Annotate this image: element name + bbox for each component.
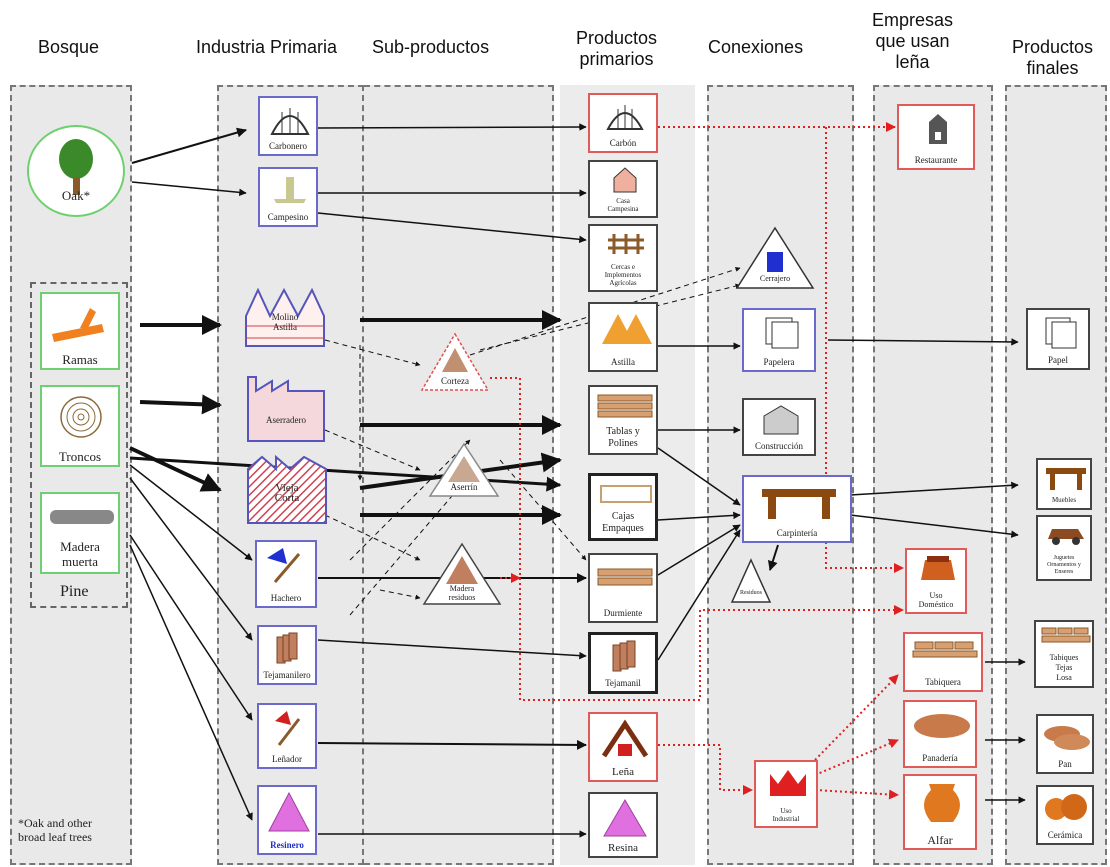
node-construccion: Construcción (742, 398, 816, 456)
resina-label: Resina (608, 842, 638, 854)
lenador-label: Leñador (272, 754, 302, 764)
carbonero-label: Carbonero (269, 141, 307, 151)
campesino-label: Campesino (267, 212, 309, 222)
aserrin-label: Aserrín (450, 482, 478, 492)
node-lena: Leña (588, 712, 658, 782)
tejamanil-label: Tejamanil (605, 678, 641, 688)
header-conexiones: Conexiones (708, 37, 804, 57)
node-astilla: Astilla (588, 302, 658, 372)
aserradero-label: Aserradero (266, 415, 306, 425)
node-durmiente: Durmiente (588, 553, 658, 623)
node-resina: Resina (588, 792, 658, 858)
pine-label: Pine (60, 583, 89, 600)
header-bosque: Bosque (38, 37, 100, 57)
lena-label: Leña (612, 766, 634, 778)
ceramica-label: Cerámica (1047, 830, 1083, 840)
papelera-label: Papelera (763, 357, 795, 367)
header-sub-productos: Sub-productos (372, 37, 490, 57)
node-panaderia: Panadería (903, 700, 977, 768)
pan-label: Pan (1058, 759, 1072, 769)
durmiente-label: Durmiente (603, 608, 643, 618)
node-cerrajero: Cerrajero (735, 226, 815, 290)
construccion-label: Construcción (755, 441, 803, 451)
node-restaurante: Restaurante (897, 104, 975, 170)
oak-label: Oak* (61, 188, 91, 203)
panaderia-label: Panadería (922, 753, 958, 763)
node-ceramica: Cerámica (1036, 785, 1094, 845)
header-industria-primaria: Industria Primaria (196, 37, 338, 57)
node-campesino: Campesino (258, 167, 318, 227)
node-residuos: Residuos (730, 558, 772, 604)
node-papelera: Papelera (742, 308, 816, 372)
node-tabiquera: Tabiquera (903, 632, 983, 692)
restaurante-label: Restaurante (914, 155, 958, 165)
node-carbonero: Carbonero (258, 96, 318, 156)
node-aserradero: Aserradero (246, 375, 326, 443)
node-tejamanilero: Tejamanilero (257, 625, 317, 685)
corteza-label: Corteza (441, 376, 469, 386)
node-hachero: Hachero (255, 540, 317, 608)
node-aserrin: Aserrín (428, 440, 500, 498)
node-ramas: Ramas (40, 292, 120, 370)
hachero-label: Hachero (270, 593, 302, 603)
node-carbon: Carbón (588, 93, 658, 153)
node-oak: Oak* (27, 125, 125, 217)
ramas-label: Ramas (62, 352, 98, 367)
muebles-label: Muebles (1051, 496, 1077, 504)
node-carpinteria: Carpintería (742, 475, 852, 543)
node-pan: Pan (1036, 714, 1094, 774)
residuos-label: Residuos (739, 590, 762, 596)
cerrajero-label: Cerrajero (759, 274, 791, 283)
node-lenador: Leñador (257, 703, 317, 769)
pine-group (30, 282, 128, 608)
astilla-label: Astilla (611, 357, 635, 367)
node-tejamanil: Tejamanil (588, 632, 658, 694)
tejamanilero-label: Tejamanilero (263, 670, 311, 680)
node-troncos: Troncos (40, 385, 120, 467)
alfar-label: Alfar (927, 833, 953, 847)
node-alfar: Alfar (903, 774, 977, 850)
node-papel: Papel (1026, 308, 1090, 370)
node-corteza: Corteza (420, 330, 490, 392)
node-muebles: Muebles (1036, 458, 1092, 510)
resinero-label: Resinero (270, 840, 304, 850)
carbon-label: Carbón (609, 138, 637, 148)
carpinteria-label: Carpintería (776, 528, 818, 538)
tabiquera-label: Tabiquera (925, 677, 961, 687)
papel-label: Papel (1048, 355, 1068, 365)
node-resinero: Resinero (257, 785, 317, 855)
troncos-label: Troncos (58, 449, 102, 464)
